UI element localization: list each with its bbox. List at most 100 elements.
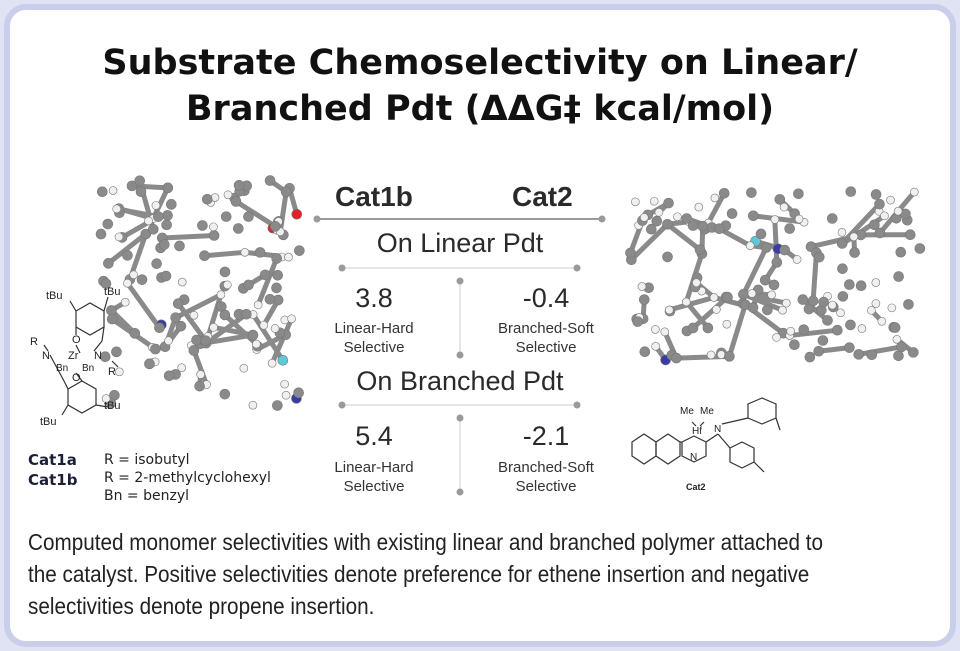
carbon-atom (904, 229, 916, 241)
carbon-atom (662, 251, 673, 263)
oxygen-atom (291, 208, 303, 220)
title-line-1: Substrate Chemoselectivity on Linear/ (102, 43, 858, 83)
bond (255, 257, 280, 306)
hydrogen-atom (706, 350, 716, 360)
atom-tbu: tBu (46, 290, 63, 302)
cat1-structure: tBu tBu O R N Zr N Bn Bn R O tBu tBu (30, 286, 121, 428)
carbon-atom (694, 244, 706, 255)
carbon-atom (264, 293, 276, 305)
carbon-atom (845, 319, 856, 331)
carbon-atom (826, 213, 838, 224)
carbon-atom (768, 279, 780, 291)
hydrogen-atom (164, 336, 173, 346)
hydrogen-atom (692, 278, 701, 288)
carbon-atom (243, 211, 254, 222)
carbon-atom (762, 304, 773, 316)
hydrogen-atom (129, 270, 138, 280)
hydrogen-atom (892, 335, 902, 344)
hydrogen-atom (786, 326, 796, 336)
label-line: Selective (343, 339, 405, 356)
hydrogen-atom (682, 297, 691, 307)
hydrogen-atom (189, 310, 199, 320)
figure-caption: Computed monomer selectivities with exis… (28, 529, 824, 619)
carbon-atom (151, 258, 162, 269)
hydrogen-atom (209, 222, 218, 232)
carbon-atom (760, 242, 772, 253)
carbon-atom (174, 240, 185, 252)
cat1a-label: Cat1a (28, 451, 77, 469)
hydrogen-atom (284, 252, 293, 262)
carbon-atom (134, 175, 146, 187)
carbon-atom (646, 223, 657, 235)
label-line: Branched-Soft (498, 459, 594, 476)
carbon-atom (687, 220, 699, 231)
section-heading-linear: On Linear Pdt (376, 228, 544, 258)
hydrogen-atom (101, 394, 111, 403)
r-def-cat1a: R = isobutyl (104, 452, 190, 468)
bond (162, 233, 215, 241)
hydrogen-atom (770, 215, 780, 224)
hydrogen-atom (637, 282, 647, 291)
atom-tbu: tBu (104, 400, 121, 412)
hydrogen-atom (893, 206, 903, 216)
cat1b-3d-model (95, 175, 305, 411)
carbon-atom (895, 246, 907, 258)
carbon-atom (722, 291, 733, 303)
atom-hf: Hf (692, 426, 702, 437)
carbon-atom (813, 251, 825, 263)
carbon-atom (832, 324, 843, 336)
carbon-atom (638, 294, 650, 305)
hydrogen-atom (709, 293, 719, 302)
carbon-atom (159, 239, 170, 250)
hydrogen-atom (836, 308, 845, 318)
bond (204, 249, 246, 259)
bond (106, 232, 148, 266)
carbon-atom (837, 291, 849, 302)
carbon-atom (264, 175, 276, 186)
carbon-atom (135, 186, 147, 197)
carbon-atom (219, 388, 231, 400)
carbon-atom (807, 295, 819, 307)
carbon-atom (269, 221, 281, 232)
hydrogen-atom (240, 248, 250, 257)
carbon-atom (726, 208, 738, 219)
carbon-atom (259, 269, 271, 281)
hydrogen-atom (664, 305, 674, 315)
carbon-atom (233, 179, 245, 191)
hydrogen-atom (649, 196, 659, 206)
carbon-atom (175, 320, 187, 332)
bond (191, 349, 209, 386)
carbon-atom (247, 329, 259, 341)
carbon-atom (271, 282, 282, 294)
atom-n: N (690, 452, 697, 463)
hydrogen-atom (782, 298, 791, 308)
carbon-atom (874, 227, 886, 239)
carbon-atom (746, 187, 757, 198)
atom-me: Me (680, 406, 694, 417)
column-header-cat2: Cat2 (512, 181, 573, 212)
bond (234, 199, 277, 229)
hydrogen-atom (794, 214, 804, 224)
cat1-legend-names: Cat1a Cat1b (28, 450, 77, 490)
hydrogen-atom (270, 324, 280, 333)
carbon-atom (280, 186, 292, 198)
carbon-atom (154, 322, 165, 334)
carbon-atom (199, 250, 210, 262)
atom-tbu: tBu (104, 286, 121, 298)
hydrogen-atom (120, 297, 130, 307)
cat2-structure: Me Me Hf N N Cat2 (631, 397, 781, 492)
hydrogen-atom (216, 290, 226, 300)
value-cat2-linear: -0.4 (522, 283, 570, 313)
bond (668, 295, 715, 313)
hydrogen-atom (151, 201, 161, 210)
carbon-atom (129, 328, 141, 339)
carbon-atom (162, 182, 174, 194)
carbon-atom (243, 279, 254, 291)
carbon-atom (774, 194, 786, 205)
hydrogen-atom (287, 314, 296, 324)
carbon-atom (163, 370, 175, 382)
carbon-atom (844, 342, 855, 353)
carbon-atom (747, 302, 759, 313)
carbon-atom (870, 189, 882, 200)
